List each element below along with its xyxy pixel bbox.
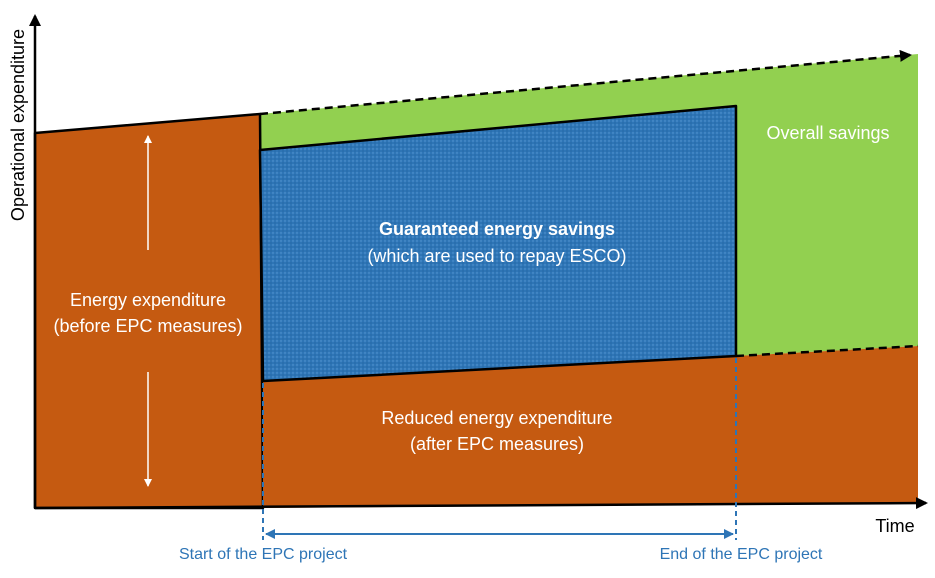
reduced-expenditure-region	[263, 346, 918, 508]
energy-before-label-1: Energy expenditure	[70, 290, 226, 310]
x-axis-label: Time	[875, 516, 914, 536]
project-end-label: End of the EPC project	[660, 546, 823, 563]
guaranteed-savings-region	[258, 104, 738, 383]
x-axis	[34, 497, 928, 510]
overall-savings-label: Overall savings	[766, 123, 889, 143]
project-start-label: Start of the EPC project	[179, 546, 348, 563]
reduced-expenditure-line	[735, 344, 919, 358]
reduced-label-2: (after EPC measures)	[410, 434, 584, 454]
energy-before-label-2: (before EPC measures)	[53, 316, 242, 336]
projected-expenditure-line	[259, 49, 912, 116]
overall-savings-region	[260, 54, 918, 356]
energy-before-region	[33, 112, 265, 510]
reduced-label-1: Reduced energy expenditure	[381, 408, 612, 428]
guaranteed-label-2: (which are used to repay ESCO)	[367, 246, 626, 266]
y-axis-label: Operational expenditure	[8, 29, 28, 221]
guaranteed-label-1: Guaranteed energy savings	[379, 219, 615, 239]
